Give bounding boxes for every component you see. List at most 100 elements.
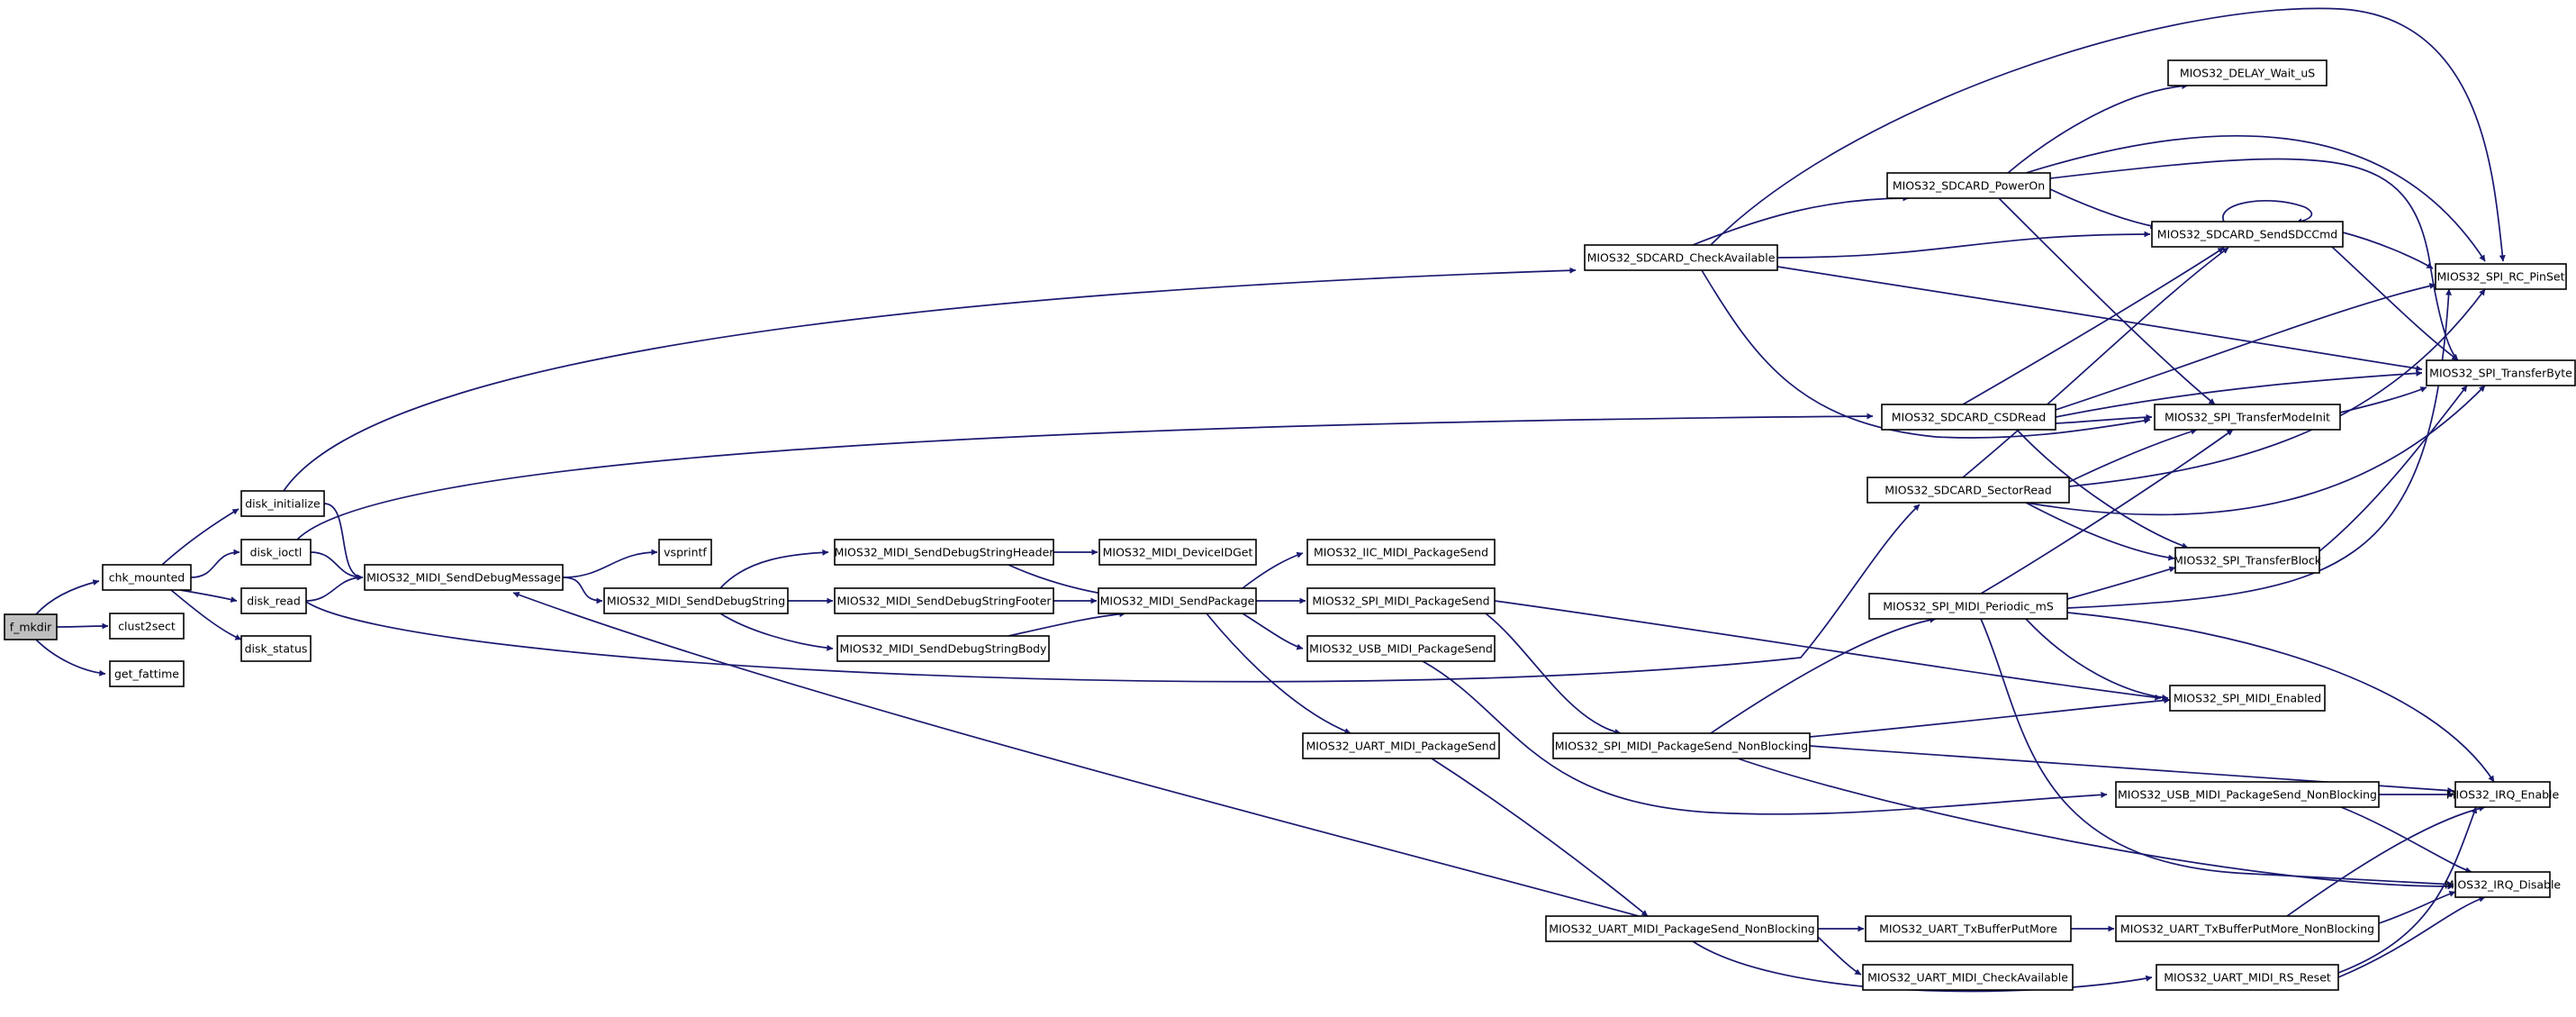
node-UART_RS_Reset[interactable]: MIOS32_UART_MIDI_RS_Reset (2156, 964, 2339, 991)
node-SendDebugString[interactable]: MIOS32_MIDI_SendDebugString (603, 587, 789, 614)
node-IRQ_Enable[interactable]: MIOS32_IRQ_Enable (2446, 781, 2560, 808)
node-box[interactable] (2115, 781, 2380, 808)
node-box[interactable] (603, 587, 789, 614)
node-disk_read[interactable]: disk_read (240, 587, 307, 614)
node-box[interactable] (2169, 685, 2326, 712)
node-SPI_TransferBlock[interactable]: MIOS32_SPI_TransferBlock (2174, 547, 2322, 574)
node-disk_status[interactable]: disk_status (240, 635, 312, 662)
node-USB_PackageSend[interactable]: MIOS32_USB_MIDI_PackageSend (1306, 635, 1496, 662)
node-box[interactable] (2426, 359, 2576, 386)
node-SDCARD_PowerOn[interactable]: MIOS32_SDCARD_PowerOn (1886, 172, 2051, 199)
node-vsprintf[interactable]: vsprintf (658, 539, 712, 566)
node-SDCARD_CheckAvailable[interactable]: MIOS32_SDCARD_CheckAvailable (1584, 244, 1778, 271)
edge-disk_initialize-to-SendDebugMessage (323, 503, 364, 581)
node-SDCARD_CSDRead[interactable]: MIOS32_SDCARD_CSDRead (1881, 404, 2056, 431)
node-label: MIOS32_SPI_MIDI_Enabled (2174, 692, 2321, 705)
node-box[interactable] (2154, 404, 2341, 431)
edge-line (305, 504, 1921, 683)
node-label: MIOS32_IIC_MIDI_PackageSend (1314, 546, 1488, 559)
node-box[interactable] (1302, 732, 1500, 759)
edge-layer (35, 7, 2506, 993)
node-label: MIOS32_UART_MIDI_RS_Reset (2164, 971, 2331, 985)
node-box[interactable] (109, 613, 185, 640)
node-SPI_TransferModeInit[interactable]: MIOS32_SPI_TransferModeInit (2154, 404, 2341, 431)
node-SendDebugStringFooter[interactable]: MIOS32_MIDI_SendDebugStringFooter (834, 587, 1054, 614)
node-box[interactable] (2115, 915, 2380, 942)
node-box[interactable] (240, 635, 312, 662)
node-box[interactable] (102, 564, 192, 591)
node-SendPackage[interactable]: MIOS32_MIDI_SendPackage (1098, 587, 1257, 614)
node-SendDebugStringBody[interactable]: MIOS32_MIDI_SendDebugStringBody (836, 635, 1050, 662)
node-UART_PackageSend[interactable]: MIOS32_UART_MIDI_PackageSend (1302, 732, 1500, 759)
node-box[interactable] (240, 490, 325, 517)
node-disk_initialize[interactable]: disk_initialize (240, 490, 325, 517)
node-box[interactable] (1584, 244, 1778, 271)
node-get_fattime[interactable]: get_fattime (109, 660, 185, 687)
node-box[interactable] (834, 587, 1054, 614)
node-box[interactable] (1306, 587, 1496, 614)
node-box[interactable] (2454, 871, 2551, 898)
node-box[interactable] (2167, 59, 2327, 86)
node-UART_CheckAvailable[interactable]: MIOS32_UART_MIDI_CheckAvailable (1862, 964, 2074, 991)
node-box[interactable] (1306, 635, 1496, 662)
node-SPI_MIDI_Enabled[interactable]: MIOS32_SPI_MIDI_Enabled (2169, 685, 2326, 712)
node-box[interactable] (2174, 547, 2320, 574)
node-box[interactable] (2151, 221, 2344, 248)
node-UART_PackageSend_NonBlocking[interactable]: MIOS32_UART_MIDI_PackageSend_NonBlocking (1545, 915, 1819, 942)
edge-SPI_MIDI_Periodic_mS-to-SPI_TransferModeInit (1980, 429, 2234, 595)
node-label: MIOS32_UART_MIDI_PackageSend (1306, 740, 1496, 753)
edge-line (2340, 806, 2472, 874)
node-box[interactable] (834, 539, 1054, 566)
node-UART_TxBufferPutMore[interactable]: MIOS32_UART_TxBufferPutMore (1865, 915, 2072, 942)
node-UART_TxBufferPutMore_NonBlocking[interactable]: MIOS32_UART_TxBufferPutMore_NonBlocking (2115, 915, 2380, 942)
node-SPI_TransferByte[interactable]: MIOS32_SPI_TransferByte (2426, 359, 2576, 386)
node-SDCARD_SectorRead[interactable]: MIOS32_SDCARD_SectorRead (1866, 477, 2070, 504)
node-SDCARD_SendSDCCmd[interactable]: MIOS32_SDCARD_SendSDCCmd (2151, 221, 2344, 248)
node-box[interactable] (1098, 539, 1257, 566)
node-box[interactable] (1862, 964, 2074, 991)
edge-line (2331, 246, 2459, 361)
node-box[interactable] (1866, 477, 2070, 504)
edge-line (161, 508, 240, 566)
edge-chk_mounted-to-disk_initialize (161, 508, 240, 566)
edge-SPI_PackageSend_NonBlocking-to-IRQ_Disable (1737, 758, 2454, 890)
node-box[interactable] (836, 635, 1050, 662)
node-box[interactable] (2156, 964, 2339, 991)
node-DeviceIDGet[interactable]: MIOS32_MIDI_DeviceIDGet (1098, 539, 1257, 566)
node-USB_PackageSend_NonBlocking[interactable]: MIOS32_USB_MIDI_PackageSend_NonBlocking (2115, 781, 2380, 808)
node-DELAY_Wait_uS[interactable]: MIOS32_DELAY_Wait_uS (2167, 59, 2327, 86)
node-SendDebugMessage[interactable]: MIOS32_MIDI_SendDebugMessage (364, 564, 564, 591)
node-box[interactable] (1552, 732, 1811, 759)
node-SendDebugStringHeader[interactable]: MIOS32_MIDI_SendDebugStringHeader (834, 539, 1055, 566)
node-clust2sect[interactable]: clust2sect (109, 613, 185, 640)
node-SPI_RC_PinSet[interactable]: MIOS32_SPI_RC_PinSet (2435, 263, 2567, 290)
node-IRQ_Disable[interactable]: MIOS32_IRQ_Disable (2445, 871, 2562, 898)
node-IIC_PackageSend[interactable]: MIOS32_IIC_MIDI_PackageSend (1306, 539, 1496, 566)
node-f_mkdir[interactable]: f_mkdir (4, 613, 58, 640)
node-box[interactable] (4, 613, 58, 640)
node-box[interactable] (1306, 539, 1496, 566)
node-box[interactable] (658, 539, 712, 566)
node-disk_ioctl[interactable]: disk_ioctl (240, 539, 312, 566)
node-box[interactable] (240, 539, 312, 566)
edge-f_mkdir-to-clust2sect (56, 622, 109, 630)
node-box[interactable] (109, 660, 185, 687)
node-box[interactable] (1865, 915, 2072, 942)
edge-line (1809, 697, 2171, 738)
node-box[interactable] (1868, 593, 2068, 620)
node-SPI_PackageSend_NonBlocking[interactable]: MIOS32_SPI_MIDI_PackageSend_NonBlocking (1552, 732, 1811, 759)
edge-SDCARD_CSDRead-to-SPI_RC_PinSet (2055, 283, 2436, 411)
node-SPI_PackageSend[interactable]: MIOS32_SPI_MIDI_PackageSend (1306, 587, 1496, 614)
node-box[interactable] (1098, 587, 1257, 614)
node-chk_mounted[interactable]: chk_mounted (102, 564, 192, 591)
node-SPI_MIDI_Periodic_mS[interactable]: MIOS32_SPI_MIDI_Periodic_mS (1868, 593, 2068, 620)
edge-SendPackage-to-USB_PackageSend (1242, 613, 1304, 650)
node-box[interactable] (364, 564, 564, 591)
node-box[interactable] (2454, 781, 2551, 808)
node-box[interactable] (240, 587, 307, 614)
edge-SPI_MIDI_Periodic_mS-to-SPI_RC_PinSet (2066, 288, 2453, 609)
node-box[interactable] (2435, 263, 2567, 290)
node-box[interactable] (1886, 172, 2051, 199)
node-box[interactable] (1545, 915, 1819, 942)
node-box[interactable] (1881, 404, 2056, 431)
